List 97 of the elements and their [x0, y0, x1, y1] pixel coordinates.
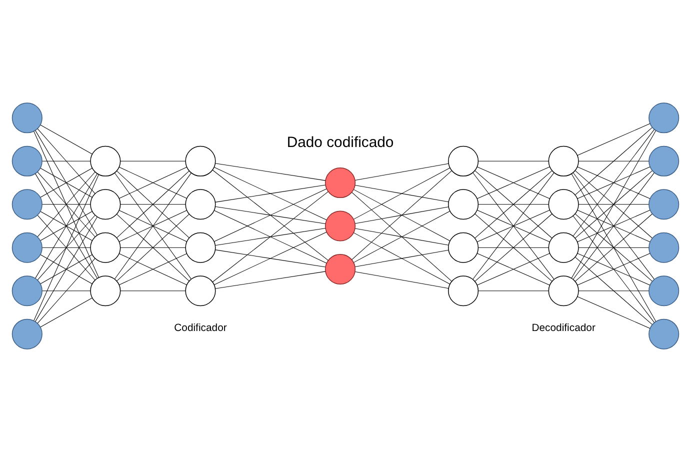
node-circle	[12, 275, 42, 306]
connector	[34, 130, 99, 278]
node-circle	[185, 145, 216, 176]
connector	[578, 246, 649, 248]
label: Decodificador	[532, 322, 596, 334]
connector	[478, 160, 549, 161]
connector	[118, 166, 187, 198]
node-circle	[648, 232, 680, 262]
connector	[575, 256, 652, 324]
connector	[37, 258, 96, 323]
connector	[215, 270, 326, 288]
label: Codificador	[174, 322, 227, 334]
connector	[354, 206, 449, 224]
connector	[577, 209, 650, 242]
connector	[354, 210, 450, 262]
connector	[577, 166, 650, 198]
connector	[354, 232, 450, 284]
connector	[40, 210, 92, 240]
node-circle	[648, 188, 680, 220]
connector	[572, 215, 654, 322]
node-circle	[648, 145, 680, 176]
node-circle	[90, 145, 121, 176]
node-circle	[648, 318, 680, 349]
node-circle	[12, 188, 42, 220]
connector	[40, 297, 92, 327]
connector	[118, 210, 187, 242]
connector	[577, 122, 650, 156]
connector	[42, 246, 91, 248]
connector	[478, 246, 549, 248]
connector	[120, 246, 186, 248]
connector	[37, 128, 96, 194]
connector	[575, 126, 652, 195]
node-circle	[12, 145, 42, 176]
connector	[212, 169, 329, 260]
connector	[354, 271, 449, 288]
connector	[578, 290, 649, 291]
connector	[214, 210, 327, 263]
node-circle	[185, 188, 216, 220]
node-circle	[448, 188, 479, 220]
node-circle	[648, 102, 680, 133]
connector	[572, 128, 654, 236]
connector	[577, 296, 650, 328]
connector	[42, 290, 91, 291]
connector	[215, 184, 326, 202]
node-circle	[548, 232, 579, 262]
connector	[120, 290, 186, 291]
node-circle	[648, 275, 680, 306]
connector	[35, 130, 98, 235]
connector	[354, 167, 450, 219]
connector	[214, 166, 327, 220]
connector	[478, 290, 549, 291]
node-circle	[548, 188, 579, 220]
connector	[215, 206, 326, 224]
connector	[214, 231, 327, 285]
node-circle	[548, 145, 579, 176]
connector	[214, 188, 327, 242]
connector	[120, 160, 186, 161]
connector	[215, 227, 326, 246]
node-circle	[325, 166, 356, 198]
connector	[354, 184, 449, 202]
connector	[571, 173, 656, 322]
connector	[354, 249, 449, 266]
node-circle	[185, 232, 216, 262]
node-circle	[548, 275, 579, 306]
connector	[354, 162, 449, 180]
connector	[354, 188, 450, 241]
node-circle	[448, 145, 479, 176]
connector	[35, 216, 98, 322]
connector	[114, 172, 192, 279]
node-circle	[12, 232, 42, 262]
connector	[577, 252, 650, 285]
connector	[578, 160, 649, 161]
connector	[212, 190, 329, 282]
node-circle	[12, 318, 42, 349]
connector	[352, 170, 452, 260]
connector	[476, 209, 550, 242]
node-circle	[448, 275, 479, 306]
node-circle	[448, 232, 479, 262]
connector	[215, 162, 326, 180]
connector	[354, 228, 449, 245]
node-circle	[12, 102, 42, 133]
connector	[476, 166, 550, 198]
connector	[34, 174, 99, 320]
node-circle	[325, 210, 356, 241]
node-circle	[325, 253, 356, 284]
connector	[352, 192, 452, 281]
connector	[42, 160, 91, 161]
connector	[476, 252, 550, 285]
connector	[571, 130, 656, 278]
node-circle	[185, 275, 216, 306]
node-circle	[90, 232, 121, 262]
connector	[215, 249, 326, 267]
node-circle	[90, 275, 121, 306]
label: Dado codificado	[286, 134, 394, 150]
connector	[118, 252, 187, 285]
connector	[40, 124, 92, 154]
node-circle	[90, 188, 121, 220]
